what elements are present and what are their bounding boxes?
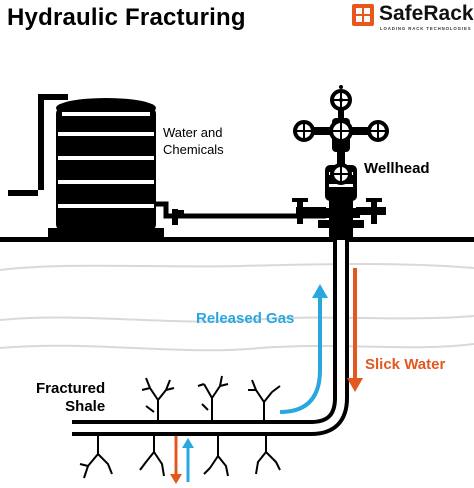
slick-water-arrow bbox=[347, 268, 363, 392]
wellhead-label: Wellhead bbox=[364, 160, 430, 177]
brand-tagline: LOADING RACK TECHNOLOGIES bbox=[380, 26, 472, 31]
tank-valve bbox=[172, 209, 184, 225]
slick-water-label: Slick Water bbox=[365, 356, 446, 373]
released-gas-arrow-small bbox=[182, 438, 194, 482]
water-chemicals-line2: Chemicals bbox=[163, 142, 224, 157]
brand-logo: SafeRack LOADING RACK TECHNOLOGIES bbox=[352, 2, 474, 36]
water-chemicals-label: Water and Chemicals bbox=[163, 124, 224, 158]
water-tank bbox=[8, 94, 164, 238]
strata-line bbox=[0, 315, 474, 323]
fractured-shale-line2: Shale bbox=[65, 398, 106, 415]
fractures bbox=[141, 375, 281, 420]
fractured-shale-label: Fractured Shale bbox=[36, 380, 105, 416]
fractures-below bbox=[79, 436, 281, 479]
released-gas-label: Released Gas bbox=[196, 310, 295, 327]
wellbore-pipe-inner bbox=[70, 240, 345, 432]
wellhead bbox=[292, 85, 389, 240]
released-gas-arrow bbox=[279, 284, 328, 414]
feed-pipe bbox=[156, 201, 326, 219]
fractured-shale-line1: Fractured bbox=[36, 380, 106, 397]
strata-line bbox=[0, 263, 474, 271]
ground-surface bbox=[0, 237, 474, 242]
slick-water-arrow-small bbox=[170, 436, 182, 484]
saferack-logo-icon bbox=[352, 4, 374, 26]
water-chemicals-line1: Water and bbox=[163, 125, 223, 140]
wellbore-pipe bbox=[72, 240, 349, 436]
brand-name: SafeRack bbox=[379, 2, 474, 25]
page-title: Hydraulic Fracturing bbox=[7, 4, 246, 31]
strata-line bbox=[0, 343, 474, 352]
